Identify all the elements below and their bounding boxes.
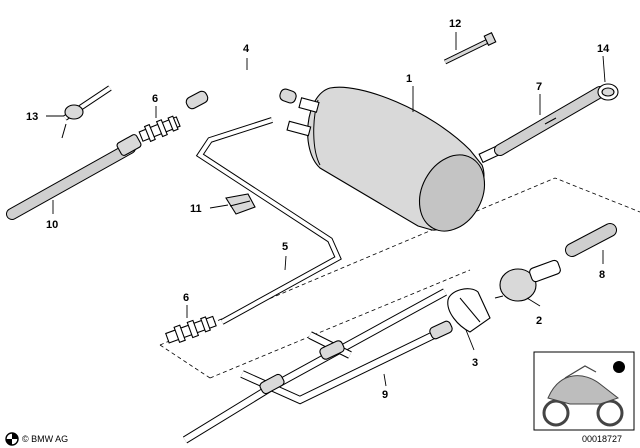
dashed-group-outline <box>159 177 640 379</box>
part-14-clamp[interactable] <box>597 83 619 101</box>
part-13-clip[interactable] <box>61 85 112 139</box>
callout-6-lower: 6 <box>183 292 189 304</box>
callout-6-upper: 6 <box>152 93 158 105</box>
part-7-hose[interactable] <box>494 86 606 156</box>
part-11-clip[interactable] <box>225 193 256 215</box>
callout-14: 14 <box>597 43 610 55</box>
callout-2: 2 <box>536 315 542 327</box>
part-2-valve[interactable] <box>494 259 561 302</box>
callout-12: 12 <box>449 18 461 30</box>
callout-8: 8 <box>599 269 605 281</box>
callout-10: 10 <box>46 219 58 231</box>
callout-4: 4 <box>243 43 250 55</box>
reference-number: 00018727 <box>582 434 622 444</box>
bmw-roundel-icon <box>5 432 19 446</box>
part-8-hose[interactable] <box>565 223 617 257</box>
callout-5: 5 <box>282 241 288 253</box>
callout-11: 11 <box>190 203 202 215</box>
leader-lines <box>46 32 606 387</box>
motorcycle-thumbnail-icon <box>533 351 635 431</box>
callout-1: 1 <box>406 73 412 85</box>
part-4-hose[interactable] <box>176 69 298 121</box>
callout-7: 7 <box>536 81 542 93</box>
part-6-connector-upper[interactable] <box>138 114 181 144</box>
part-12-cable-tie[interactable] <box>443 32 497 65</box>
callout-9: 9 <box>382 389 388 401</box>
callout-13: 13 <box>26 111 38 123</box>
part-3-clamp[interactable] <box>447 288 491 333</box>
part-5-line[interactable] <box>195 117 342 325</box>
part-10-hose[interactable] <box>6 134 142 220</box>
part-6-connector-lower[interactable] <box>165 314 217 346</box>
copyright-text: © BMW AG <box>22 434 68 444</box>
part-9-hose-assembly[interactable] <box>182 288 454 444</box>
callout-3: 3 <box>472 357 478 369</box>
part-1-canister[interactable] <box>286 86 501 242</box>
